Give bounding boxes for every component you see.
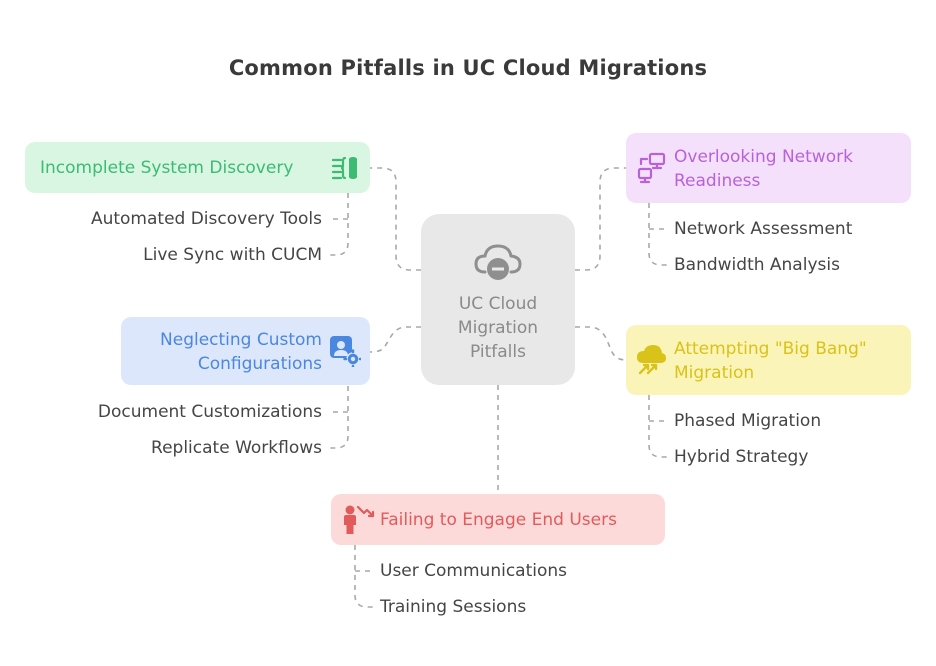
- leaf-network-assessment: Network Assessment: [674, 219, 853, 239]
- node-incomplete-system-discovery: Incomplete System Discovery: [25, 142, 370, 193]
- connector-center-discovery: [370, 167, 421, 271]
- leaf-replicate-workflows: Replicate Workflows: [151, 438, 322, 458]
- node-overlooking-network-readiness: Overlooking Network Readiness: [626, 133, 911, 203]
- node-title-line: Attempting "Big Bang": [674, 339, 867, 359]
- node-attempting-big-bang-migration: Attempting "Big Bang" Migration: [626, 325, 911, 395]
- node-title-line: Migration: [674, 363, 755, 383]
- center-node: UC Cloud Migration Pitfalls: [421, 214, 575, 385]
- connector-bigbang-leaves: [648, 395, 668, 458]
- center-label-line: Migration: [457, 318, 539, 338]
- node-title: Failing to Engage End Users: [380, 510, 617, 530]
- user-settings-icon: [330, 336, 361, 367]
- leaf-document-customizations: Document Customizations: [97, 402, 322, 422]
- connector-discovery-leaves: [328, 193, 349, 256]
- node-title-line: Neglecting Custom: [160, 330, 322, 350]
- network-computers-icon: [637, 152, 666, 184]
- connector-network-leaves: [648, 203, 668, 266]
- center-label-line: UC Cloud: [458, 294, 538, 314]
- node-failing-to-engage-end-users: Failing to Engage End Users: [331, 494, 665, 545]
- node-title: Incomplete System Discovery: [40, 158, 294, 178]
- cloud-minus-icon: [474, 244, 522, 280]
- connector-custom-leaves: [328, 386, 349, 449]
- leaf-bandwidth-analysis: Bandwidth Analysis: [674, 255, 840, 275]
- leaf-user-communications: User Communications: [380, 561, 567, 581]
- person-down-arrow-icon: [344, 505, 375, 534]
- connector-users-leaves: [354, 545, 374, 608]
- leaf-training-sessions: Training Sessions: [380, 597, 527, 617]
- node-title: Overlooking Network Readiness: [674, 145, 853, 193]
- node-title-line: Readiness: [674, 171, 761, 191]
- storm-cloud-icon: [637, 345, 666, 375]
- leaf-phased-migration: Phased Migration: [674, 411, 822, 431]
- node-title: Neglecting Custom Configurations: [160, 328, 322, 376]
- center-label-line: Pitfalls: [470, 342, 526, 362]
- connector-center-bigbang: [575, 326, 627, 361]
- leaf-automated-discovery-tools: Automated Discovery Tools: [90, 209, 322, 229]
- database-list-icon: [331, 156, 357, 180]
- node-title-line: Overlooking Network: [674, 147, 853, 167]
- connector-center-custom: [369, 326, 421, 353]
- node-title-line: Configurations: [197, 354, 322, 374]
- node-neglecting-custom-configurations: Neglecting Custom Configurations: [121, 317, 370, 385]
- leaf-hybrid-strategy: Hybrid Strategy: [674, 447, 809, 467]
- connector-center-network: [575, 167, 626, 271]
- diagram-title: Common Pitfalls in UC Cloud Migrations: [228, 56, 708, 80]
- leaf-live-sync-with-cucm: Live Sync with CUCM: [143, 245, 322, 265]
- center-label: UC Cloud Migration Pitfalls: [421, 292, 575, 364]
- node-title: Attempting "Big Bang" Migration: [674, 337, 867, 385]
